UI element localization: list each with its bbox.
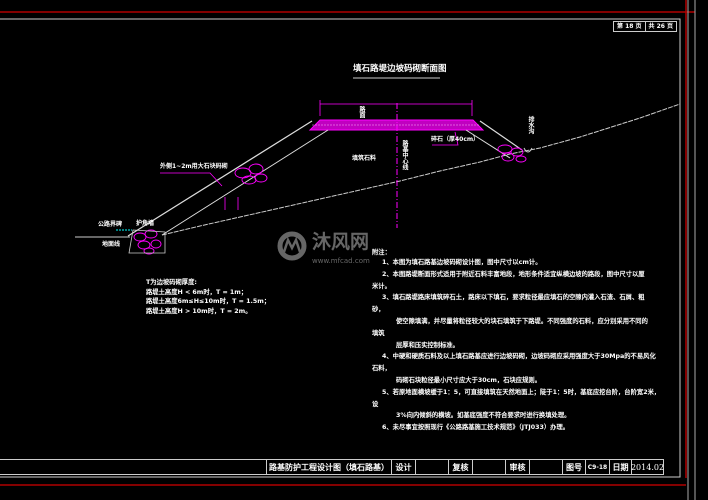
title-block-blank	[0, 459, 268, 475]
note-line: 米计。	[372, 282, 391, 290]
masonry-stones-mid	[234, 163, 268, 185]
note-line: 3%向内倾斜的横坡。如基底强度不符合要求时进行换填处理。	[396, 412, 571, 420]
notes-block: 附注： 1、本图为填石路基边坡码砌设计图，图中尺寸以cm计。 2、本图路堤断面形…	[372, 249, 662, 434]
note-line: 2、本图路堤断面形式适用于附近石料丰富地段，地形条件适宜纵横边坡的路段，图中尺寸…	[382, 270, 645, 278]
inner-frame	[0, 18, 681, 478]
retaining-wall	[128, 229, 166, 254]
thickness-note: 路堤土高度H > 10m时，T = 2m。	[146, 307, 252, 315]
left-slope-inner	[161, 129, 329, 236]
note-line: 使空隙填满，并尽量将粒径较大的块石填筑于下路堤。不同强度的石料，应分别采用不同的	[396, 317, 648, 325]
drawing-title: 填石路堤边坡码砌断面图	[353, 64, 447, 74]
masonry-stones-right	[497, 144, 527, 163]
thickness-note: 路堤土高度6m≤H≤10m时，T = 1.5m；	[146, 298, 271, 305]
design-label: 设计	[391, 459, 416, 475]
review-label: 审核	[505, 459, 530, 475]
thickness-note: 路堤土高度H < 6m时，T = 1m；	[146, 288, 248, 296]
drawing-name: 路基防护工程设计图（填石路基）	[266, 459, 392, 475]
note-line: 砂，	[372, 306, 385, 314]
right-slope-inner	[465, 129, 511, 159]
date-value: 2014.02	[631, 459, 664, 475]
label-centerline: 路基中心线	[401, 140, 408, 170]
watermark-logo	[277, 231, 307, 261]
label-gravel: 碎石（厚40cm）	[431, 136, 480, 143]
leader-line	[432, 131, 459, 146]
page-current: 第 18 页	[613, 21, 646, 32]
check-value	[472, 459, 506, 475]
note-line: 3、填石路堤路床填筑碎石土，路床以下填石，要求粒径最应填石的空隙内灌入石渣、石屑…	[382, 294, 645, 302]
label-retaining: 护角墙	[136, 220, 155, 227]
label-boundary: 公路界碑	[98, 221, 123, 228]
label-masonry: 外侧1~2m用大石块码砌	[160, 163, 228, 170]
note-line: 石料，	[372, 365, 391, 373]
label-ground: 地面线	[102, 241, 121, 248]
watermark-text: 沐风网	[312, 231, 370, 253]
right-slope-outer	[479, 120, 523, 151]
drawing-no-label: 图号	[562, 459, 586, 475]
check-label: 复核	[448, 459, 473, 475]
ditch-shape	[523, 147, 533, 153]
label-pavement: 路面	[358, 106, 365, 118]
note-line: 5、若原地面横坡缓于1：5，可直接填筑在天然地面上；陡于1：5时，基底应挖台阶，…	[382, 388, 661, 396]
note-line: 6、未尽事宜按照现行《公路路基施工技术规范》（JTJ033）办理。	[382, 424, 570, 432]
notes-title: 附注：	[372, 249, 391, 256]
label-fill: 填筑石料	[352, 155, 377, 162]
note-line: 4、中硬和硬质石料及以上填石路基应进行边坡码砌，边坡码砌应采用强度大于30Mpa…	[382, 353, 656, 361]
note-line: 设	[372, 400, 379, 408]
ground-line	[161, 103, 681, 236]
note-line: 1、本图为填石路基边坡码砌设计图，图中尺寸以cm计。	[382, 259, 542, 266]
note-line: 填筑	[372, 329, 385, 337]
thickness-note: T为边坡码砌厚度:	[146, 279, 197, 286]
page-total: 共 26 页	[645, 21, 678, 32]
page-indicator: 第 18 页 共 26 页	[613, 21, 678, 32]
drawing-no: C9-18	[585, 459, 610, 475]
note-line: 码砌石块粒径最小尺寸应大于30cm，石块应规则。	[396, 376, 541, 384]
thickness-notes: T为边坡码砌厚度: 路堤土高度H < 6m时，T = 1m； 路堤土高度6m≤H…	[146, 278, 270, 316]
watermark-url: www.mfcad.com	[312, 257, 370, 265]
date-label: 日期	[609, 459, 632, 475]
label-ditch: 排水沟	[527, 116, 534, 134]
design-value	[415, 459, 449, 475]
note-line: 层厚和压实控制标准。	[396, 341, 459, 349]
review-value	[529, 459, 563, 475]
left-slope-outer	[127, 120, 313, 237]
masonry-stones-toe	[133, 229, 162, 255]
leader-line	[160, 172, 223, 187]
